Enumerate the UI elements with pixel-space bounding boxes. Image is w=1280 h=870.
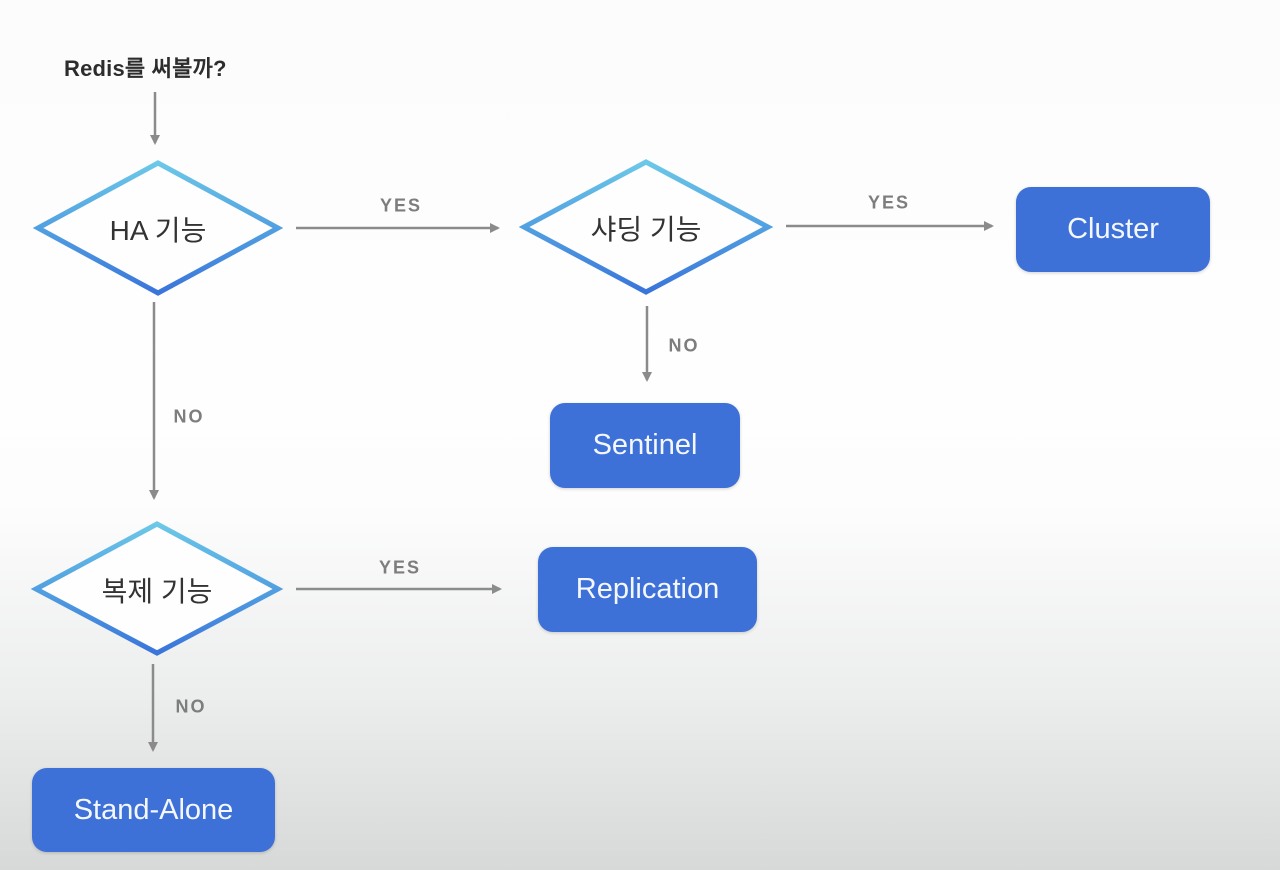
outcome-node-standalone: Stand-Alone: [32, 768, 275, 852]
outcome-label-standalone: Stand-Alone: [73, 793, 234, 826]
start-question-label: Redis를 써볼까?: [64, 56, 227, 81]
outcome-node-replication: Replication: [538, 547, 757, 632]
decision-label-ha: HA 기능: [109, 215, 207, 246]
decision-label-sharding: 샤딩 기능: [590, 214, 702, 245]
edge-label-no-standalone: NO: [175, 696, 207, 717]
outcome-label-replication: Replication: [575, 573, 720, 605]
decision-diamond-sharding: [518, 159, 774, 295]
edge-label-yes-ha-sharding: YES: [379, 195, 423, 216]
decision-diamond-ha: [32, 160, 284, 296]
edge-label-no-sharding-sentinel: NO: [668, 335, 700, 356]
decision-diamond-replication: [30, 521, 284, 656]
outcome-node-cluster: Cluster: [1016, 187, 1210, 272]
outcome-label-cluster: Cluster: [1067, 213, 1159, 245]
edge-label-yes-replication: YES: [378, 557, 422, 578]
edge-label-no-ha-replication: NO: [173, 406, 205, 427]
outcome-label-sentinel: Sentinel: [592, 429, 698, 461]
edge-label-yes-sharding-cluster: YES: [867, 192, 911, 213]
outcome-node-sentinel: Sentinel: [550, 403, 740, 488]
decision-label-replication: 복제 기능: [101, 576, 213, 607]
